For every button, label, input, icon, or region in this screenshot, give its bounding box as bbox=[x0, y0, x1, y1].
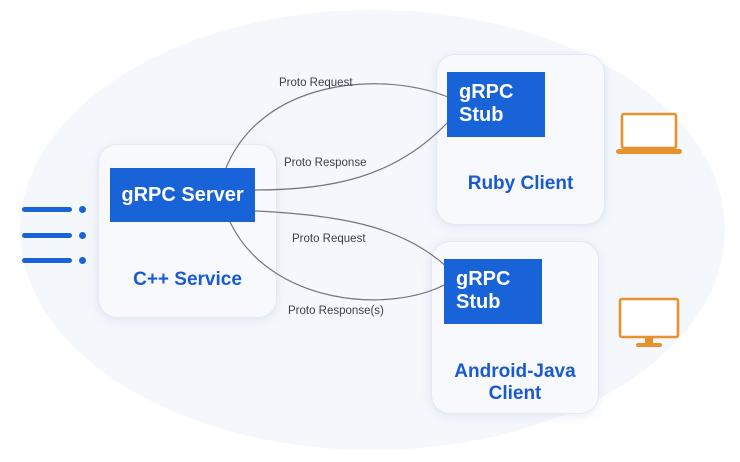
service-label: C++ Service bbox=[133, 269, 242, 290]
ruby-response-label: Proto Response bbox=[284, 157, 367, 169]
android-client-label: Android-Java Client bbox=[432, 361, 598, 405]
android-request-line bbox=[254, 210, 449, 269]
grpc-server-label: gRPC Server bbox=[121, 183, 244, 206]
feed-line bbox=[22, 233, 72, 238]
android-client-label-line1: Android-Java bbox=[454, 361, 576, 382]
feed-dot bbox=[79, 232, 86, 239]
grpc-server-box: gRPC Server bbox=[110, 168, 255, 222]
ruby-stub-line1: gRPC bbox=[459, 81, 514, 103]
android-request-label: Proto Request bbox=[292, 233, 366, 245]
ruby-request-label: Proto Request bbox=[279, 77, 353, 89]
feed-line bbox=[22, 207, 72, 212]
android-grpc-stub-box: gRPC Stub bbox=[444, 259, 542, 324]
android-client-label-line2: Client bbox=[488, 383, 542, 404]
ruby-response-line bbox=[254, 121, 449, 191]
laptop-icon bbox=[616, 112, 682, 154]
android-response-label: Proto Response(s) bbox=[288, 305, 384, 317]
ruby-stub-line2: Stub bbox=[459, 104, 504, 126]
monitor-icon bbox=[618, 297, 680, 347]
feed-dot bbox=[79, 206, 86, 213]
feed-line bbox=[22, 258, 72, 263]
android-stub-line2: Stub bbox=[456, 291, 501, 313]
ruby-client-label: Ruby Client bbox=[467, 173, 574, 194]
ruby-grpc-stub-box: gRPC Stub bbox=[447, 72, 545, 137]
android-stub-line1: gRPC bbox=[456, 268, 511, 290]
android-response-line bbox=[229, 221, 449, 301]
ruby-request-line bbox=[225, 83, 449, 169]
feed-dot bbox=[79, 257, 86, 264]
